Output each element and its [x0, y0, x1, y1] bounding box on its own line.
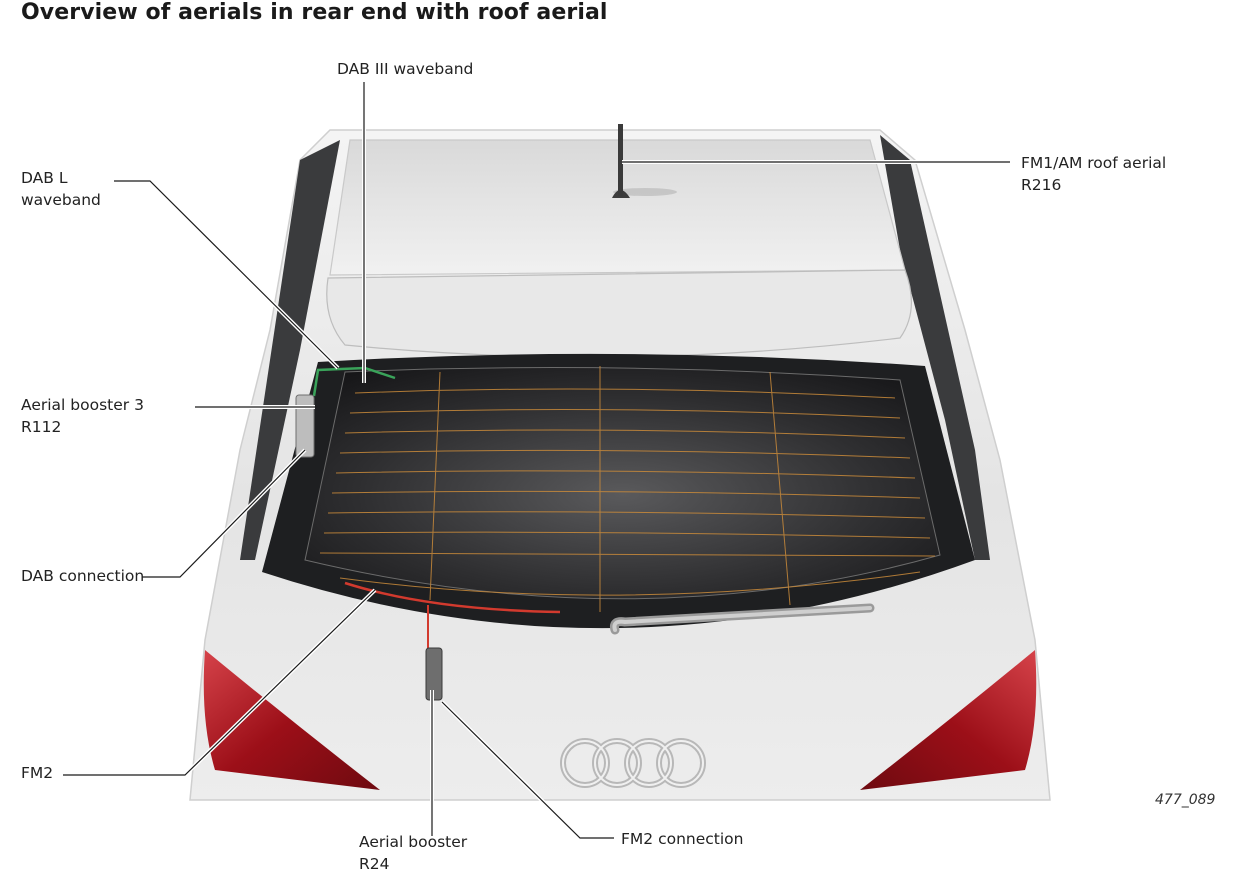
leader-fm2 — [63, 589, 376, 776]
dab-wire — [312, 366, 396, 397]
leader-dab-connection — [142, 449, 306, 578]
figure-number: 477_089 — [1155, 792, 1216, 808]
page-title: Overview of aerials in rear end with roo… — [21, 0, 608, 25]
label-fm2-connection: FM2 connection — [621, 830, 744, 848]
label-aerial-booster-3: Aerial booster 3 R112 — [21, 396, 144, 436]
tail-light-right — [860, 650, 1037, 790]
heater-grid — [319, 366, 936, 612]
rear-window — [304, 366, 941, 650]
label-fm2: FM2 — [21, 764, 54, 782]
leader-fm2-connection — [441, 701, 614, 839]
leader-lines — [63, 82, 1010, 839]
label-aerial-booster-r24: Aerial booster R24 — [359, 833, 468, 873]
aerial-booster-3-module — [295, 394, 315, 458]
tail-light-left — [203, 650, 380, 790]
leader-dabl — [114, 180, 339, 369]
rear-wiper — [610, 603, 875, 635]
fm2-wire — [344, 581, 561, 614]
label-dabl-waveband: DAB L waveband — [21, 169, 101, 209]
label-roof-aerial: FM1/AM roof aerial R216 — [1021, 154, 1167, 194]
roof-aerial — [612, 124, 677, 198]
label-dab3-waveband: DAB III waveband — [337, 60, 474, 78]
label-dab-connection: DAB connection — [21, 567, 145, 585]
